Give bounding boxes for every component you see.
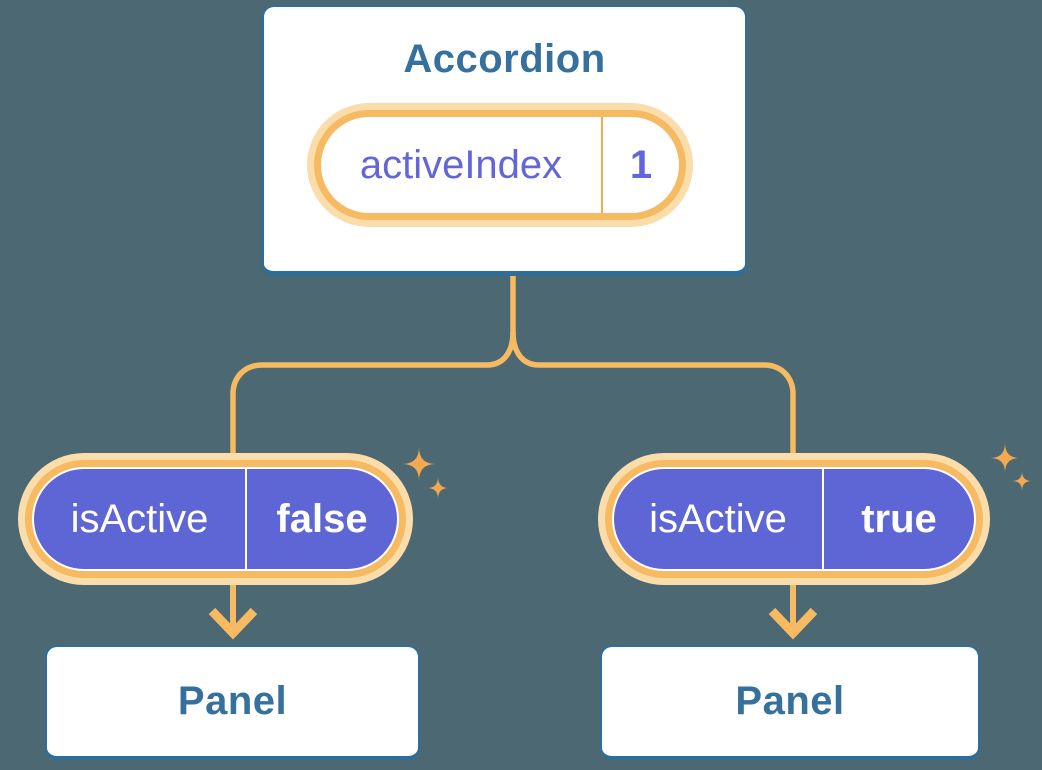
sparkle-icon	[990, 443, 1020, 473]
prop-value-label: true	[861, 496, 937, 541]
accordion-title: Accordion	[403, 37, 606, 81]
prop-pill-body: isActive true	[612, 467, 976, 571]
sparkle-icon	[402, 447, 436, 481]
connector-line-left-branch	[230, 331, 516, 472]
prop-name-label: isActive	[649, 496, 787, 541]
panel-node-card-right: Panel	[600, 645, 980, 760]
state-name-label: activeIndex	[359, 142, 563, 187]
state-value-label: 1	[629, 142, 653, 187]
sparkle-icon	[427, 477, 449, 499]
pill-divider	[822, 469, 824, 569]
prop-pill-ring: isActive false	[25, 460, 406, 578]
state-pill-activeindex: activeIndex 1	[307, 103, 693, 227]
sparkle-icon	[1012, 471, 1032, 491]
prop-value-label: false	[276, 496, 368, 541]
prop-name-label: isActive	[70, 496, 209, 541]
panel-title: Panel	[177, 679, 288, 723]
prop-pill-isactive-false: isActive false	[18, 453, 413, 585]
panel-title: Panel	[735, 679, 845, 723]
connector-line-right-branch	[510, 331, 796, 472]
arrow-down-icon	[208, 607, 258, 640]
panel-node-card-left: Panel	[45, 645, 420, 760]
arrow-down-icon	[768, 607, 818, 640]
prop-pill-isactive-true: isActive true	[598, 453, 990, 585]
prop-pill-body: isActive false	[32, 467, 399, 571]
state-pill-body: activeIndex 1	[321, 117, 679, 213]
state-pill-ring: activeIndex 1	[314, 110, 686, 220]
pill-divider	[601, 117, 603, 213]
pill-divider	[245, 469, 247, 569]
prop-pill-ring: isActive true	[605, 460, 983, 578]
